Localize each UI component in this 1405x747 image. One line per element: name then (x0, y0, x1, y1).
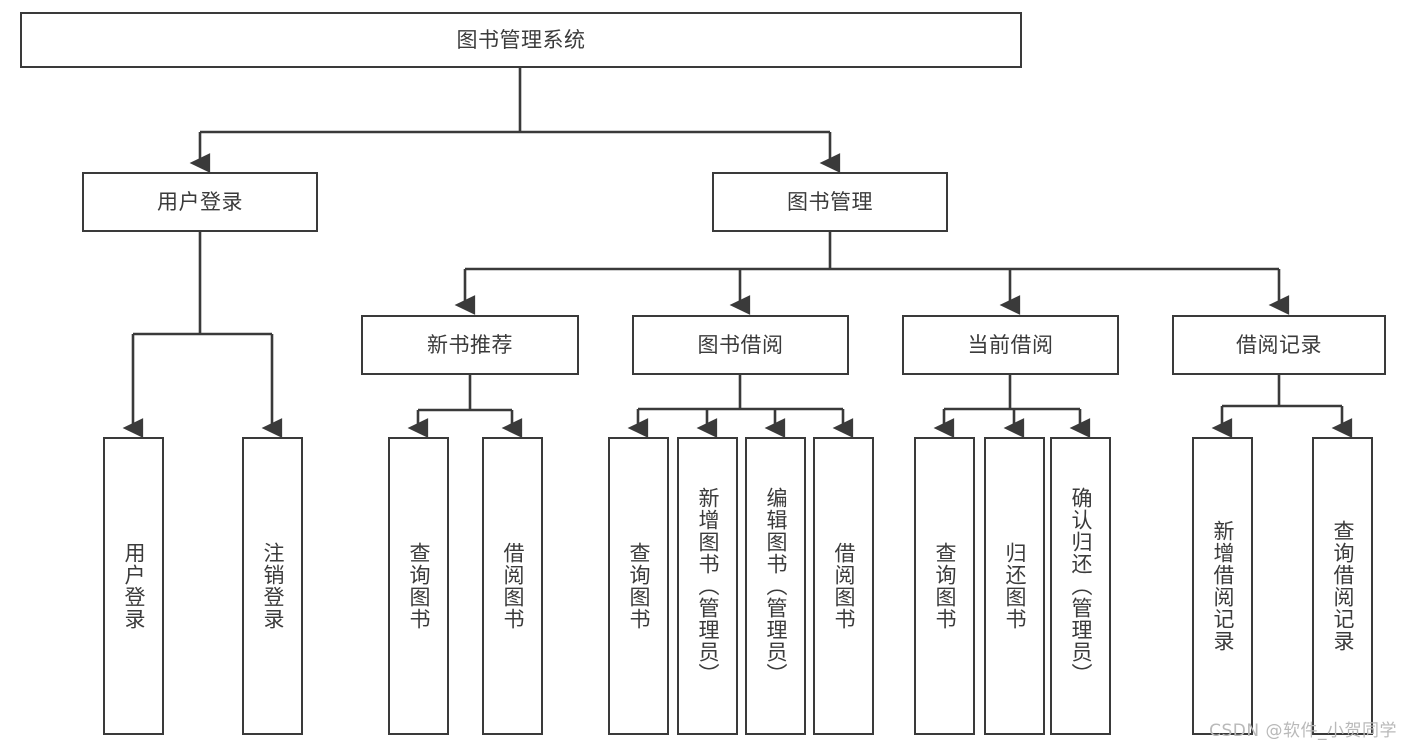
leaf-confirm-return-admin[interactable]: 确认归还（管理员） (1050, 437, 1111, 735)
leaf-query-book-borrow-label: 查询图书 (626, 542, 651, 630)
leaf-query-book-newbook[interactable]: 查询图书 (388, 437, 449, 735)
leaf-query-book-newbook-label: 查询图书 (406, 542, 431, 630)
leaf-logout-label: 注销登录 (260, 542, 285, 630)
leaf-add-borrow-record-label: 新增借阅记录 (1210, 520, 1235, 652)
node-book-management[interactable]: 图书管理 (712, 172, 948, 232)
leaf-query-book-current[interactable]: 查询图书 (914, 437, 975, 735)
leaf-query-borrow-record-label: 查询借阅记录 (1330, 520, 1355, 652)
node-borrow-records[interactable]: 借阅记录 (1172, 315, 1386, 375)
node-root-label: 图书管理系统 (456, 27, 586, 52)
node-book-borrow[interactable]: 图书借阅 (632, 315, 849, 375)
node-book-management-label: 图书管理 (787, 189, 873, 214)
csdn-watermark: CSDN @软件_小贺同学 (1209, 721, 1397, 741)
leaf-return-book-label: 归还图书 (1002, 542, 1027, 630)
node-book-borrow-label: 图书借阅 (697, 332, 784, 357)
leaf-edit-book-admin-label: 编辑图书（管理员） (763, 487, 788, 685)
leaf-borrow-book-newbook[interactable]: 借阅图书 (482, 437, 543, 735)
leaf-borrow-book[interactable]: 借阅图书 (813, 437, 874, 735)
node-current-borrow[interactable]: 当前借阅 (902, 315, 1119, 375)
leaf-user-login-label: 用户登录 (121, 542, 146, 630)
node-user-login[interactable]: 用户登录 (82, 172, 318, 232)
leaf-edit-book-admin[interactable]: 编辑图书（管理员） (745, 437, 806, 735)
node-new-book-recommend[interactable]: 新书推荐 (361, 315, 579, 375)
leaf-add-book-admin-label: 新增图书（管理员） (695, 487, 720, 685)
leaf-user-login[interactable]: 用户登录 (103, 437, 164, 735)
leaf-borrow-book-label: 借阅图书 (831, 542, 856, 630)
leaf-query-book-current-label: 查询图书 (932, 542, 957, 630)
leaf-add-borrow-record[interactable]: 新增借阅记录 (1192, 437, 1253, 735)
leaf-add-book-admin[interactable]: 新增图书（管理员） (677, 437, 738, 735)
leaf-confirm-return-admin-label: 确认归还（管理员） (1068, 487, 1093, 685)
node-current-borrow-label: 当前借阅 (967, 332, 1054, 357)
node-user-login-label: 用户登录 (157, 189, 243, 214)
node-borrow-records-label: 借阅记录 (1236, 332, 1322, 357)
leaf-query-borrow-record[interactable]: 查询借阅记录 (1312, 437, 1373, 735)
node-root[interactable]: 图书管理系统 (20, 12, 1022, 68)
node-new-book-recommend-label: 新书推荐 (427, 332, 513, 357)
leaf-borrow-book-newbook-label: 借阅图书 (500, 542, 525, 630)
leaf-logout[interactable]: 注销登录 (242, 437, 303, 735)
leaf-return-book[interactable]: 归还图书 (984, 437, 1045, 735)
leaf-query-book-borrow[interactable]: 查询图书 (608, 437, 669, 735)
